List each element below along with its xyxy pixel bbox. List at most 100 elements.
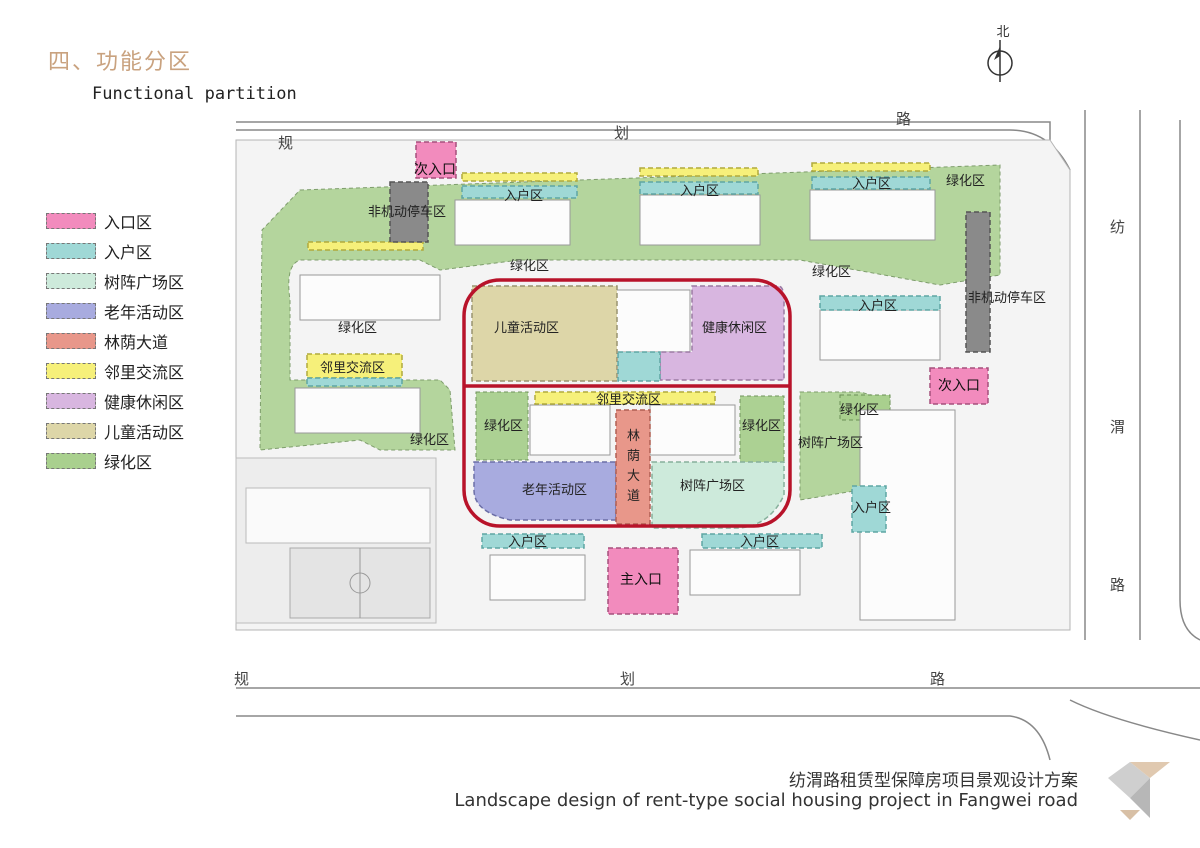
label-greenery: 绿化区 — [742, 419, 781, 434]
legend-item-household: 入户区 — [46, 236, 246, 266]
road-labels: 规 划 路 规 划 路 纺 渭 路 — [234, 110, 1125, 688]
label-household: 入户区 — [680, 183, 719, 199]
label-secondary-entrance: 次入口 — [414, 162, 456, 178]
legend-label: 老年活动区 — [104, 303, 185, 322]
road-label-south: 路 — [930, 670, 945, 688]
label-greenery: 绿化区 — [338, 321, 377, 336]
building — [819, 309, 941, 361]
label-bike-parking: 非机动停车区 — [968, 290, 1046, 306]
label-household: 入户区 — [508, 534, 547, 550]
building — [299, 274, 441, 321]
label-children: 儿童活动区 — [494, 320, 559, 336]
road-label-east: 纺 — [1110, 218, 1125, 236]
bike-parking-e — [965, 211, 991, 353]
boulevard-zone — [615, 409, 651, 525]
children-zone — [471, 285, 618, 382]
legend-item-entrance: 入口区 — [46, 206, 246, 236]
main-entrance — [607, 547, 679, 615]
label-greenery: 绿化区 — [840, 403, 879, 418]
road-label-east: 渭 — [1110, 418, 1125, 436]
building — [489, 554, 586, 601]
legend-swatch — [46, 393, 96, 409]
label-bike-parking: 非机动停车区 — [368, 204, 446, 220]
label-boulevard: 荫 — [627, 449, 640, 464]
road-label-east: 路 — [1110, 576, 1125, 594]
road-label-north: 规 — [278, 134, 293, 152]
legend-label: 入口区 — [104, 213, 153, 232]
legend-label: 绿化区 — [104, 453, 153, 472]
label-household: 入户区 — [858, 298, 897, 314]
label-tree-plaza: 树阵广场区 — [680, 479, 745, 494]
legend-swatch — [46, 423, 96, 439]
label-boulevard: 道 — [627, 489, 640, 504]
legend-item-neighborhood: 邻里交流区 — [46, 356, 246, 386]
central-ring — [462, 278, 792, 528]
north-compass: 北 — [987, 25, 1013, 82]
legend-swatch — [46, 333, 96, 349]
legend-label: 邻里交流区 — [104, 363, 185, 382]
label-tree-plaza: 树阵广场区 — [798, 436, 863, 451]
label-neighborhood: 邻里交流区 — [320, 360, 385, 376]
legend-label: 林荫大道 — [104, 333, 169, 352]
legend-item-health: 健康休闲区 — [46, 386, 246, 416]
zone-labels: 次入口 次入口 主入口 非机动停车区 非机动停车区 入户区 入户区 入户区 入户… — [320, 162, 1046, 588]
label-greenery: 绿化区 — [812, 265, 851, 280]
building — [689, 549, 801, 596]
legend-item-greenery: 绿化区 — [46, 446, 246, 476]
legend-label: 树阵广场区 — [104, 273, 185, 292]
legend-swatch — [46, 303, 96, 319]
label-household: 入户区 — [852, 500, 891, 516]
label-boulevard: 大 — [627, 469, 640, 484]
legend-item-boulevard: 林荫大道 — [46, 326, 246, 356]
label-boulevard: 林 — [627, 429, 640, 444]
neighborhood-zone — [306, 353, 403, 379]
road-label-north: 路 — [896, 110, 911, 128]
secondary-entrance-e — [929, 367, 989, 405]
label-neighborhood: 邻里交流区 — [596, 392, 661, 408]
building — [529, 404, 611, 456]
legend-swatch — [46, 243, 96, 259]
label-greenery: 绿化区 — [484, 419, 523, 434]
neighborhood-strip — [534, 391, 716, 405]
building — [639, 194, 761, 246]
label-household: 入户区 — [852, 176, 891, 192]
label-secondary-entrance: 次入口 — [938, 378, 980, 394]
secondary-entrance-n — [415, 141, 457, 179]
label-household: 入户区 — [504, 188, 543, 204]
legend: 入口区 入户区 树阵广场区 老年活动区 林荫大道 邻里交流区 健康休闲区 儿童活… — [46, 206, 246, 476]
legend-label: 儿童活动区 — [104, 423, 185, 442]
page-title: 四、功能分区 — [48, 50, 193, 75]
label-health: 健康休闲区 — [702, 320, 767, 336]
legend-label: 入户区 — [104, 243, 153, 262]
label-greenery: 绿化区 — [510, 259, 549, 274]
building — [454, 199, 571, 246]
building — [294, 387, 421, 434]
legend-label: 健康休闲区 — [104, 393, 185, 412]
legend-swatch — [46, 453, 96, 469]
household-pocket — [617, 351, 661, 382]
legend-item-tree-plaza: 树阵广场区 — [46, 266, 246, 296]
label-greenery: 绿化区 — [410, 433, 449, 448]
legend-swatch — [46, 213, 96, 229]
label-household: 入户区 — [740, 534, 779, 550]
elderly-zone — [473, 461, 617, 521]
building — [809, 189, 936, 241]
tree-plaza-zone — [651, 461, 785, 529]
road-label-north: 划 — [614, 124, 629, 142]
footer-title-en: Landscape design of rent-type social hou… — [454, 790, 1078, 811]
legend-item-elderly: 老年活动区 — [46, 296, 246, 326]
road-label-south: 规 — [234, 670, 249, 688]
building — [649, 404, 736, 456]
bike-parking-n — [389, 181, 429, 243]
page-subtitle: Functional partition — [92, 84, 297, 104]
roads — [236, 110, 1200, 761]
functional-zones — [306, 141, 991, 615]
legend-swatch — [46, 273, 96, 289]
label-main-entrance: 主入口 — [620, 572, 662, 588]
legend-swatch — [46, 363, 96, 379]
compass-label: 北 — [996, 25, 1009, 40]
legend-item-children: 儿童活动区 — [46, 416, 246, 446]
label-elderly: 老年活动区 — [522, 483, 587, 498]
footer-title-cn: 纺渭路租赁型保障房项目景观设计方案 — [789, 771, 1078, 791]
